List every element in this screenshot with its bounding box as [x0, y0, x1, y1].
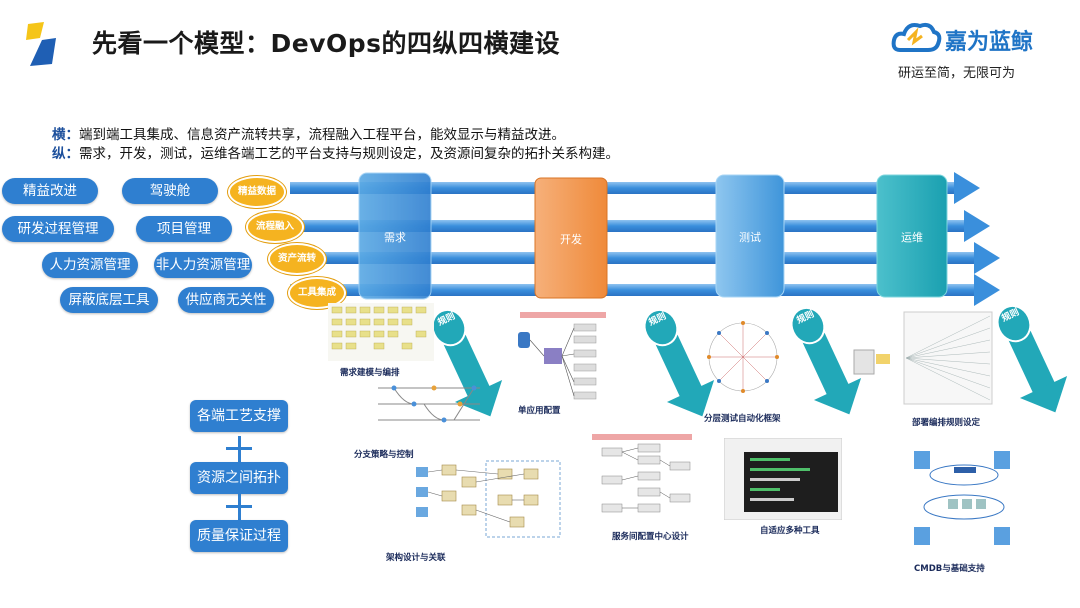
caption-branch-strategy: 分支策略与控制: [354, 450, 414, 460]
oval-process-merge: 流程融入: [246, 211, 304, 243]
pill-rd-process: 研发过程管理: [2, 216, 114, 242]
flow-step-quality-assurance: 质量保证过程: [190, 520, 288, 552]
caption-requirement-modeling: 需求建模与编排: [340, 368, 400, 378]
flow-step-resource-topology: 资源之间拓扑: [190, 462, 288, 494]
stage-development: [534, 177, 608, 299]
thumb-service-config-center: [592, 434, 692, 513]
caption-adaptive-tools: 自适应多种工具: [760, 526, 820, 536]
pill-shield-tools: 屏蔽底层工具: [60, 287, 158, 313]
pill-non-hr-management: 非人力资源管理: [154, 252, 252, 278]
stage-development-label: 开发: [560, 233, 582, 246]
intro-vertical: 纵：需求，开发，测试，运维各端工艺的平台支持与规则设定，及资源间复杂的拓扑关系构…: [52, 142, 619, 162]
intro-horizontal: 横：端到端工具集成、信息资产流转共享，流程融入工程平台，能效显示与精益改进。: [52, 123, 565, 143]
thumb-requirement-modeling: [328, 303, 434, 361]
page-title: 先看一个模型：DevOps的四纵四横建设: [92, 29, 561, 58]
rule-arrow-1: [431, 308, 503, 417]
rule-arrow-2: [643, 308, 715, 417]
stage-testing: [715, 174, 785, 298]
arrow-row-2: [290, 210, 990, 242]
pill-project-management: 项目管理: [136, 216, 232, 242]
brand-name: 嘉为蓝鲸: [945, 30, 1034, 55]
stage-requirement: [358, 172, 432, 300]
pill-cockpit: 驾驶舱: [122, 178, 218, 204]
stage-requirement-label: 需求: [384, 231, 406, 244]
arrow-row-1: [290, 172, 980, 204]
plus-icon: [226, 494, 252, 520]
intro-horizontal-label: 横：: [52, 127, 79, 143]
caption-test-automation: 分层测试自动化框架: [704, 414, 781, 424]
thumb-cmdb: [914, 451, 1010, 545]
thumb-branch-strategy: [378, 385, 480, 423]
pill-lean-improvement: 精益改进: [2, 178, 98, 204]
rule-arrow-4: [996, 304, 1068, 413]
rule-arrow-3: [790, 306, 862, 415]
oval-lean-data: 精益数据: [228, 176, 286, 208]
caption-architecture-design: 架构设计与关联: [386, 553, 446, 563]
horizontal-arrows: [290, 172, 1000, 306]
thumb-architecture-design: [416, 460, 561, 538]
flow-step-process-support: 各端工艺支撑: [190, 400, 288, 432]
logo-mark-icon: [26, 22, 56, 66]
caption-single-app-config: 单应用配置: [518, 406, 561, 416]
arrow-row-4: [290, 274, 1000, 306]
thumb-deploy-orchestration: [853, 311, 993, 405]
pill-vendor-agnostic: 供应商无关性: [178, 287, 274, 313]
intro-horizontal-text: 端到端工具集成、信息资产流转共享，流程融入工程平台，能效显示与精益改进。: [79, 127, 565, 143]
thumb-test-automation: [707, 321, 779, 393]
stage-testing-label: 测试: [739, 231, 761, 244]
caption-service-config-center: 服务间配置中心设计: [612, 532, 689, 542]
thumb-adaptive-tools: [724, 438, 842, 520]
stage-operations: [876, 174, 948, 298]
intro-vertical-text: 需求，开发，测试，运维各端工艺的平台支持与规则设定，及资源间复杂的拓扑关系构建。: [79, 146, 619, 162]
brand-slogan: 研运至简，无限可为: [898, 66, 1016, 81]
brand-cloud-icon: [891, 22, 942, 52]
oval-asset-flow: 资产流转: [268, 243, 326, 275]
intro-vertical-label: 纵：: [52, 146, 79, 162]
pill-hr-management: 人力资源管理: [42, 252, 138, 278]
stage-operations-label: 运维: [901, 231, 923, 244]
caption-deploy-orchestration: 部署编排规则设定: [912, 418, 981, 428]
thumb-single-app-config: [518, 312, 606, 400]
plus-icon: [226, 436, 252, 462]
caption-cmdb: CMDB与基础支持: [914, 564, 985, 574]
arrow-row-3: [290, 242, 1000, 274]
